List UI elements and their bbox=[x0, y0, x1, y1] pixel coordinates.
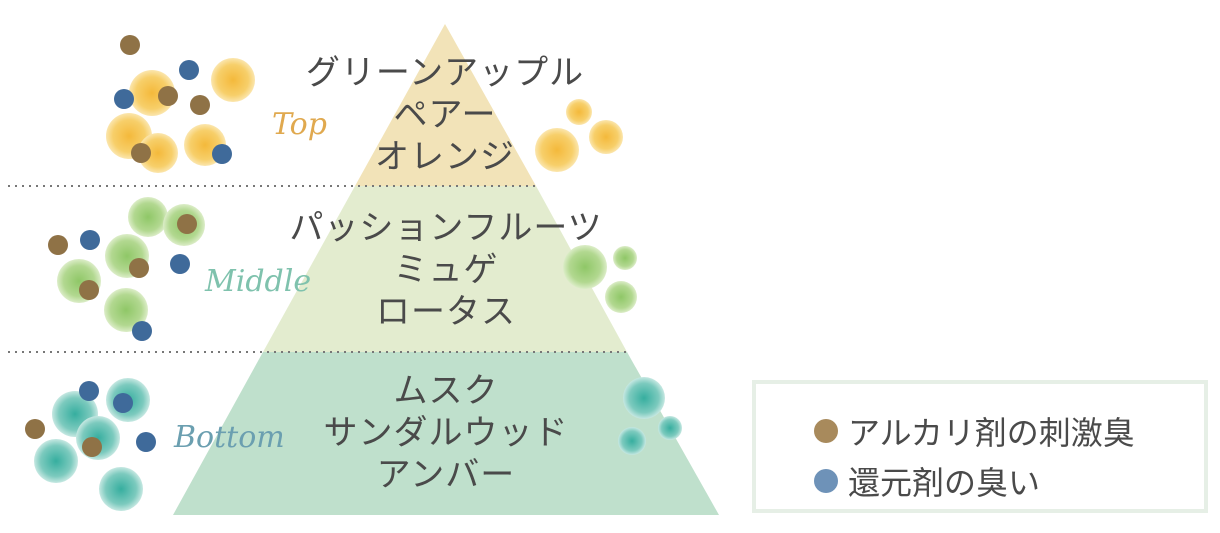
middle-note-2: ミュゲ bbox=[393, 250, 499, 290]
middle-note-1: パッションフルーツ bbox=[289, 208, 603, 248]
bottom-note-1: ムスク bbox=[393, 371, 499, 411]
pyramid-middle-section bbox=[263, 186, 627, 352]
top-note-1: グリーンアップル bbox=[305, 53, 585, 93]
bottom-notes: ムスク サンダルウッド アンバー bbox=[286, 370, 606, 496]
top-notes: グリーンアップル ペアー オレンジ bbox=[285, 52, 605, 178]
middle-notes: パッションフルーツ ミュゲ ロータス bbox=[266, 207, 626, 333]
bottom-bubbles bbox=[25, 377, 682, 511]
middle-script-label: Middle bbox=[205, 264, 312, 299]
top-script-label: Top bbox=[272, 107, 327, 142]
blue-dot-icon bbox=[814, 469, 838, 493]
legend-label-reducer: 還元剤の臭い bbox=[848, 464, 1041, 502]
bottom-script-label: Bottom bbox=[174, 420, 285, 455]
top-note-3: オレンジ bbox=[375, 137, 515, 177]
middle-note-3: ロータス bbox=[376, 292, 516, 332]
brown-dot-icon bbox=[814, 419, 838, 443]
bottom-note-2: サンダルウッド bbox=[323, 413, 569, 453]
legend-label-alkali: アルカリ剤の刺激臭 bbox=[848, 414, 1135, 452]
legend-item-reducer: 還元剤の臭い bbox=[814, 458, 1040, 504]
top-note-2: ペアー bbox=[393, 95, 497, 135]
bottom-note-3: アンバー bbox=[376, 455, 516, 495]
legend-item-alkali: アルカリ剤の刺激臭 bbox=[814, 408, 1135, 454]
pyramid-bottom-section bbox=[173, 352, 719, 515]
top-bubbles bbox=[106, 35, 623, 173]
legend-box: アルカリ剤の刺激臭 還元剤の臭い bbox=[752, 380, 1208, 513]
middle-bubbles bbox=[48, 197, 637, 341]
pyramid-top-section bbox=[355, 24, 536, 186]
